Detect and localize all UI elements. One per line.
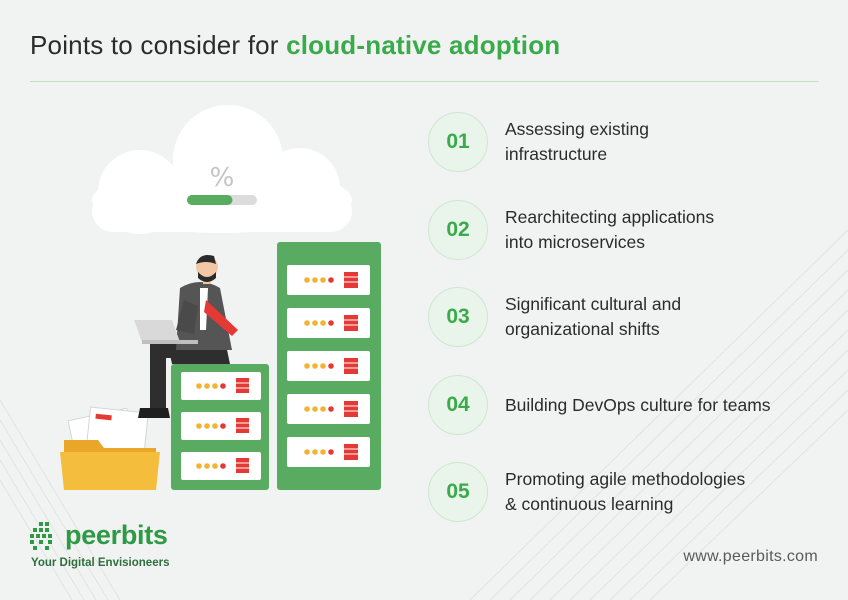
point-text-line: infrastructure: [505, 144, 608, 164]
server-unit: [287, 394, 370, 424]
point-number-badge: 03: [428, 287, 488, 347]
point-item: 04 Building DevOps culture for teams: [428, 375, 825, 435]
cloud-adoption-illustration: %: [60, 105, 381, 490]
server-unit: [181, 452, 261, 480]
point-text-line: Significant cultural and: [505, 294, 682, 314]
point-number-badge: 05: [428, 462, 488, 522]
page-title: Points to consider for cloud-native adop…: [30, 30, 560, 61]
cloud-progress-fill: [187, 195, 233, 205]
point-text: Building DevOps culture for teams: [505, 393, 825, 418]
title-highlight: cloud-native adoption: [286, 30, 561, 60]
peerbits-logo-icon: [30, 521, 52, 550]
point-text: Assessing existing infrastructure: [505, 117, 825, 167]
server-unit: [287, 351, 370, 381]
point-text-line: Rearchitecting applications: [505, 207, 715, 227]
point-text-line: Building DevOps culture for teams: [505, 394, 771, 415]
server-unit: [181, 412, 261, 440]
point-text: Significant cultural and organizational …: [505, 292, 825, 342]
point-item: 03 Significant cultural and organization…: [428, 287, 825, 347]
server-rack-tall: [277, 242, 381, 490]
point-number-badge: 04: [428, 375, 488, 435]
point-text: Promoting agile methodologies & continuo…: [505, 467, 825, 517]
point-text-line: Assessing existing: [505, 119, 649, 139]
server-unit: [181, 372, 261, 400]
brand-tagline: Your Digital Envisioneers: [31, 557, 170, 569]
point-text-line: organizational shifts: [505, 319, 660, 339]
point-text-line: into microservices: [505, 232, 646, 252]
title-divider: [30, 81, 819, 82]
server-unit: [287, 265, 370, 295]
point-number-badge: 02: [428, 200, 488, 260]
point-item: 02 Rearchitecting applications into micr…: [428, 200, 825, 260]
server-unit: [287, 437, 370, 467]
cloud-percent-symbol: %: [210, 163, 235, 193]
point-item: 01 Assessing existing infrastructure: [428, 112, 825, 172]
point-number-badge: 01: [428, 112, 488, 172]
point-text: Rearchitecting applications into microse…: [505, 205, 825, 255]
point-text-line: Promoting agile methodologies: [505, 469, 746, 489]
server-unit: [287, 308, 370, 338]
point-text-line: & continuous learning: [505, 494, 674, 514]
title-prefix: Points to consider for: [30, 30, 287, 60]
brand-name: peerbits: [65, 520, 168, 550]
server-rack-short: [171, 364, 269, 490]
person-with-laptop: [134, 255, 238, 418]
website-url: www.peerbits.com: [683, 548, 818, 565]
point-item: 05 Promoting agile methodologies & conti…: [428, 462, 825, 522]
peerbits-logo: peerbits Your Digital Envisioneers: [30, 520, 169, 569]
folder-icon: [60, 406, 160, 490]
